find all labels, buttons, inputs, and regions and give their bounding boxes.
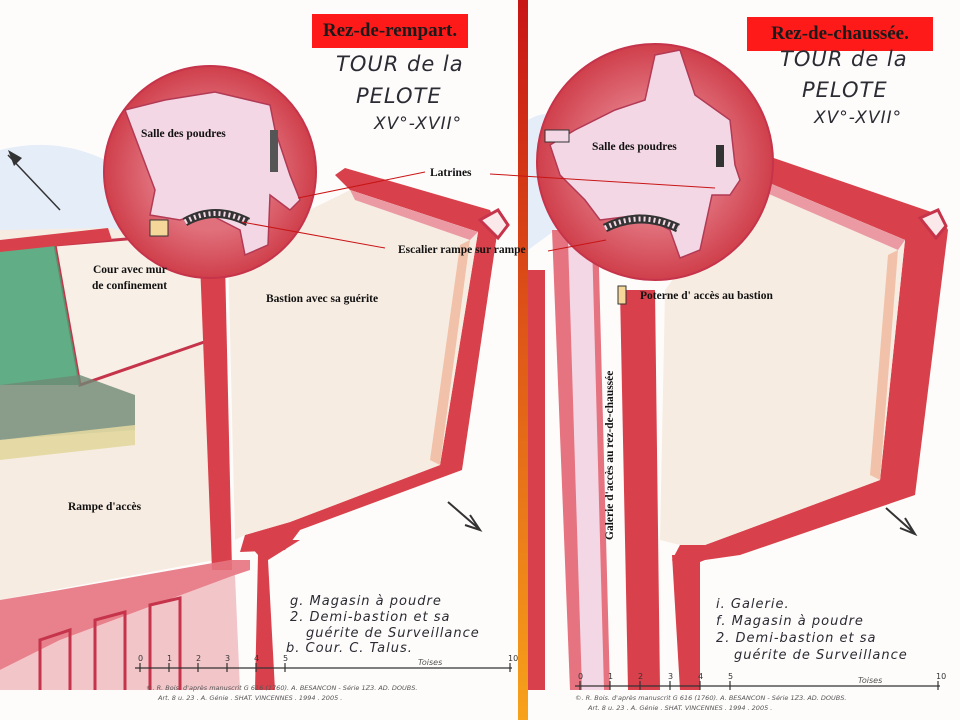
label-cour-line1: Cour avec mur xyxy=(93,264,167,276)
panel-divider xyxy=(518,0,528,720)
left-guerite xyxy=(477,208,510,241)
left-legend-item-4: b. Cour. C. Talus. xyxy=(286,641,413,656)
right-scale-bar: 0 1 2 3 4 5 10 xyxy=(575,672,946,690)
label-cour-line2: de confinement xyxy=(92,280,168,292)
talus-green xyxy=(0,245,80,385)
right-legend-item-2: f. Magasin à poudre xyxy=(716,614,864,629)
left_panel-scale-tick-label: 2 xyxy=(196,654,201,663)
right-salle-des-poudres xyxy=(549,49,741,259)
talus-dark xyxy=(0,375,135,440)
label-latrines: Latrines xyxy=(430,167,472,179)
left-bastion-wall xyxy=(240,168,498,552)
right_panel-scale-tick-label: 3 xyxy=(668,672,673,681)
left-scale-bar: 0 1 2 3 4 5 10 xyxy=(135,654,518,672)
escalier-leader-right2 xyxy=(547,239,607,252)
talus-yellow xyxy=(0,425,135,460)
right-credit-line2: Art. 8 u. 23 . A. Génie . SHAT. VINCENNE… xyxy=(588,704,773,712)
label-salle-des-poudres-right: Salle des poudres xyxy=(592,141,677,153)
right-loophole xyxy=(544,129,570,143)
right-galerie-floor xyxy=(568,240,604,690)
right-bastion-wall xyxy=(672,155,948,570)
right-galerie-east-wall xyxy=(620,290,660,690)
right-poterne-door xyxy=(617,285,627,305)
right-plan: 0 1 2 3 4 5 10 xyxy=(489,0,960,720)
right_panel-scale-tick-label: 10 xyxy=(936,672,946,681)
left-drawing-title-line3: XV°-XVII° xyxy=(374,114,463,134)
left-talus-band xyxy=(430,240,470,465)
label-poterne: Poterne d' accès au bastion xyxy=(640,290,773,302)
escalier-leader-left xyxy=(241,221,386,249)
left_panel-scale-tick-label: 1 xyxy=(167,654,172,663)
right-drawing-title-line3: XV°-XVII° xyxy=(814,108,903,128)
right-escalier-rampe xyxy=(602,214,680,233)
right-wall-inner-band xyxy=(750,175,905,250)
left-scale-unit: Toises xyxy=(418,658,443,667)
label-rampe: Rampe d'accès xyxy=(68,501,142,513)
right-credit-line1: ©. R. Bois. d'après manuscrit G 616 (176… xyxy=(575,694,847,702)
left-wall-west xyxy=(0,228,112,252)
right-talus-band xyxy=(870,250,898,480)
label-galerie: Galerie d'accès au rez-de-chaussée xyxy=(604,370,616,540)
left-flow-arrow xyxy=(447,501,483,532)
label-bastion: Bastion avec sa guérite xyxy=(266,293,379,305)
right-west-wall xyxy=(528,270,545,690)
left-north-arrow-line xyxy=(7,154,61,211)
label-salle-des-poudres-left: Salle des poudres xyxy=(141,128,226,140)
latrines-leader-left xyxy=(297,171,426,199)
right-guerite xyxy=(917,208,948,241)
left-wall-south-arm xyxy=(245,540,300,690)
right_panel-scale-tick-label: 1 xyxy=(608,672,613,681)
left-legend-item-2: 2. Demi-bastion et sa xyxy=(290,610,451,625)
right_panel-scale-tick-label: 0 xyxy=(578,672,583,681)
right-south-arm xyxy=(672,555,700,690)
left-legend-item-1: g. Magasin à poudre xyxy=(290,594,442,609)
left-drawing-title-line1: TOUR de la xyxy=(336,52,464,76)
left_panel-scale-tick-label: 10 xyxy=(508,654,518,663)
right_panel-scale-tick-label: 5 xyxy=(728,672,733,681)
right-legend-item-4: guérite de Surveillance xyxy=(734,648,908,663)
right-legend-item-3: 2. Demi-bastion et sa xyxy=(716,631,877,646)
right_panel-scale-tick-label: 4 xyxy=(698,672,703,681)
right-drawing-title-line2: PELOTE xyxy=(802,78,888,102)
left-door xyxy=(149,219,169,237)
left-credit-line2: Art. 8 u. 23 . A. Génie . SHAT. VINCENNE… xyxy=(158,694,343,702)
left_panel-scale-tick-label: 0 xyxy=(138,654,143,663)
right-drawing-title-line1: TOUR de la xyxy=(780,47,908,71)
left-north-arrow-head xyxy=(8,150,22,166)
label-escalier: Escalier rampe sur rampe xyxy=(398,244,526,256)
left_panel-scale-tick-label: 4 xyxy=(254,654,259,663)
right-scale-unit: Toises xyxy=(858,676,883,685)
left-escalier-steps xyxy=(183,211,250,225)
left-wall-inner-band xyxy=(350,190,478,240)
left-salle-des-poudres xyxy=(124,91,301,257)
left-latrine-slot xyxy=(270,130,278,172)
left-panel-title: Rez-de-rempart. xyxy=(312,14,468,48)
left-credit-line1: ©. R. Bois. d'après manuscrit G 616 (176… xyxy=(146,684,418,692)
left-wall-cour-east xyxy=(200,262,232,570)
right-panel-title: Rez-de-chaussée. xyxy=(747,17,933,51)
left-drawing-title-line2: PELOTE xyxy=(356,84,442,108)
left-bastion-floor xyxy=(228,190,478,540)
right-legend-item-1: i. Galerie. xyxy=(716,597,790,612)
right-bastion-floor xyxy=(660,175,905,545)
left_panel-scale-tick-label: 3 xyxy=(225,654,230,663)
left-crenellation xyxy=(38,596,182,690)
left-plan: 0 1 2 3 4 5 10 xyxy=(0,65,601,690)
right-flow-arrow xyxy=(885,507,918,537)
latrines-leader-right xyxy=(489,173,716,189)
left_panel-scale-tick-label: 5 xyxy=(283,654,288,663)
left-legend-item-3: guérite de Surveillance xyxy=(306,626,480,641)
right_panel-scale-tick-label: 2 xyxy=(638,672,643,681)
right-latrine-slot xyxy=(716,145,724,167)
